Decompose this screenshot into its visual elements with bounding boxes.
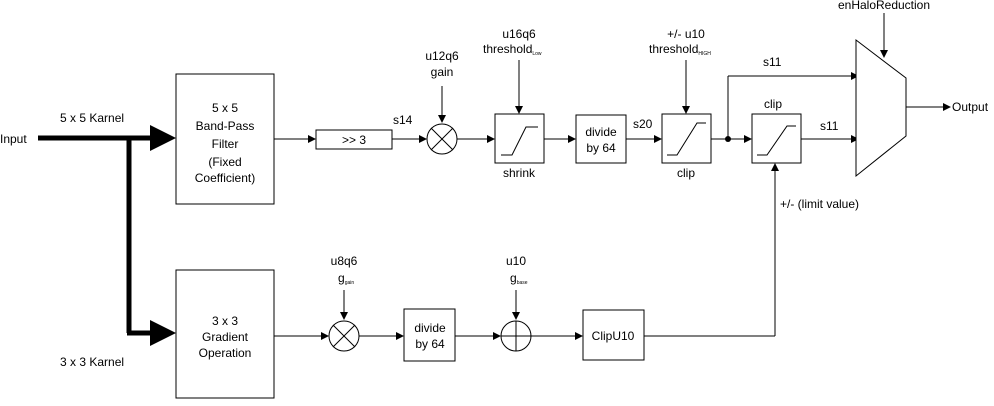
s20-label: s20 xyxy=(633,117,653,131)
mux-block xyxy=(855,38,907,178)
karnel5-label: 5 x 5 Karnel xyxy=(60,111,124,125)
shrink-threshold-text: threshold xyxy=(483,42,532,56)
shrink-curve-icon xyxy=(501,126,538,156)
ggain-type-label: u8q6 xyxy=(331,254,358,268)
gain-type-label: u12q6 xyxy=(425,49,459,63)
shrink-label: shrink xyxy=(503,166,536,180)
clip-block-1 xyxy=(661,113,712,164)
divide-bottom-line-1: divide xyxy=(414,321,446,335)
gbase-text: g xyxy=(510,271,517,285)
bandpass-line-1: 5 x 5 xyxy=(212,101,238,115)
gbase-sub: base xyxy=(517,280,528,286)
shrink-threshold-label: thresholdLow xyxy=(483,42,542,57)
divide-bottom-line-2: by 64 xyxy=(415,337,445,351)
shrink-threshold-sub: Low xyxy=(532,51,542,57)
karnel3-label: 3 x 3 Karnel xyxy=(60,355,124,369)
gradient-operation-block xyxy=(175,269,275,399)
shrink-block xyxy=(494,113,545,164)
clip-threshold-label: thresholdHIGH xyxy=(649,42,711,57)
limit-label: +/- (limit value) xyxy=(780,197,859,211)
divide-top-block xyxy=(575,114,627,164)
clip-block-2 xyxy=(751,113,802,164)
gbase-label: gbase xyxy=(510,271,528,286)
s11-top-label: s11 xyxy=(763,55,782,69)
divide-top-line-1: divide xyxy=(585,125,617,139)
input-path xyxy=(38,125,176,346)
gbase-type-label: u10 xyxy=(506,254,526,268)
bandpass-line-4: (Fixed xyxy=(208,155,241,169)
bandpass-line-5: Coefficient) xyxy=(195,171,255,185)
s11-mid-label: s11 xyxy=(820,119,839,133)
gbase-adder xyxy=(500,320,532,352)
en-halo-label: enHaloReduction xyxy=(838,0,930,12)
bandpass-line-3: Filter xyxy=(212,137,239,151)
input-label: Input xyxy=(0,132,27,146)
gradient-line-1: 3 x 3 xyxy=(212,314,238,328)
clip-param-type: +/- u10 xyxy=(667,27,705,41)
clip-curve-icon-1 xyxy=(667,122,706,156)
divide-bottom-block xyxy=(403,308,456,362)
gain-label: gain xyxy=(431,65,454,79)
clipu10-block xyxy=(582,309,645,361)
gradient-line-2: Gradient xyxy=(202,330,249,344)
clipu10-label: ClipU10 xyxy=(592,329,635,343)
gain-multiplier xyxy=(426,123,458,155)
ggain-sub: gain xyxy=(345,280,355,286)
clip-label-2: clip xyxy=(764,97,782,111)
shrink-param-type: u16q6 xyxy=(502,27,536,41)
clip-curve-icon-2 xyxy=(757,125,796,156)
clip-label-1: clip xyxy=(677,166,695,180)
clip-threshold-sub: HIGH xyxy=(698,51,711,57)
bandpass-filter-block xyxy=(175,73,275,205)
clip-threshold-text: threshold xyxy=(649,42,698,56)
ggain-multiplier xyxy=(328,320,360,352)
output-label: Output xyxy=(952,100,989,114)
shift-label: >> 3 xyxy=(342,133,366,147)
gradient-line-3: Operation xyxy=(199,346,252,360)
bandpass-line-2: Band-Pass xyxy=(196,119,255,133)
ggain-text: g xyxy=(338,271,345,285)
s14-label: s14 xyxy=(393,113,413,127)
divide-top-line-2: by 64 xyxy=(586,141,616,155)
ggain-label: ggain xyxy=(338,271,354,286)
